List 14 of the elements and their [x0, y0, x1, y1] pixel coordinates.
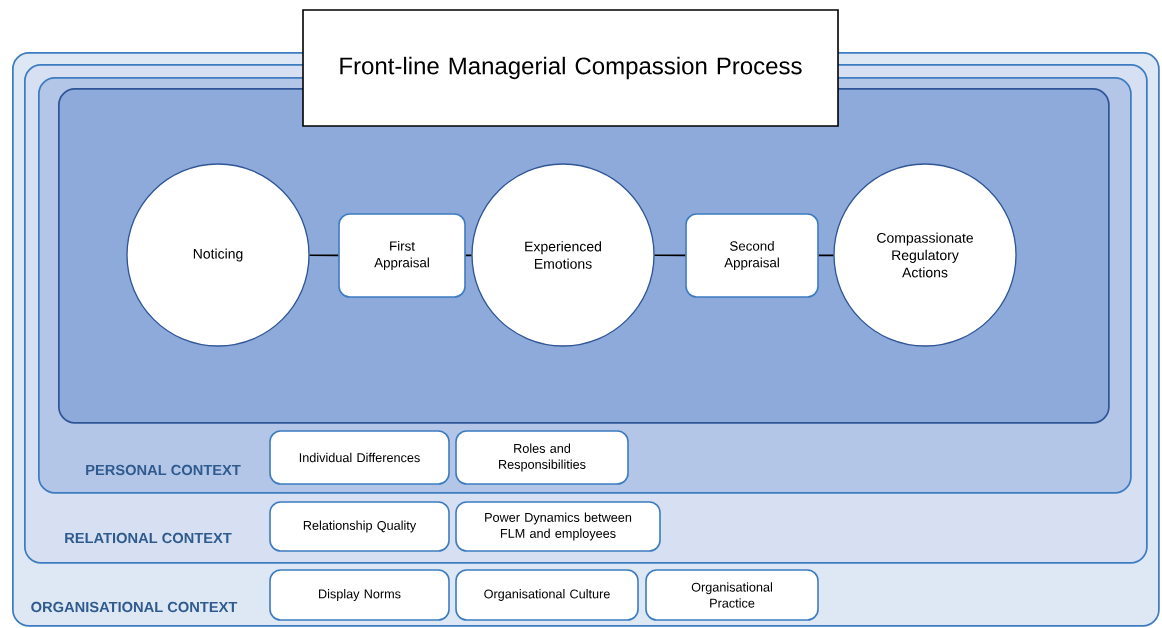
- appraisal-box: First Appraisal: [338, 213, 466, 298]
- factor-box: Display Norms: [269, 569, 450, 621]
- appraisal-box: Second Appraisal: [685, 213, 819, 298]
- factor-box: Individual Differences: [269, 430, 450, 485]
- connector-line: [817, 254, 835, 257]
- factor-box: Relationship Quality: [269, 501, 450, 552]
- connector-line: [464, 254, 473, 257]
- factor-box: Roles and Responsibilities: [455, 430, 629, 485]
- factor-box: Organisational Culture: [455, 569, 639, 621]
- factor-box: Power Dynamics between FLM and employees: [455, 501, 661, 552]
- title-box: Front-line Managerial Compassion Process: [302, 9, 839, 127]
- connector-line: [653, 254, 687, 257]
- factor-box: Organisational Practice: [645, 569, 819, 621]
- connector-line: [308, 254, 340, 257]
